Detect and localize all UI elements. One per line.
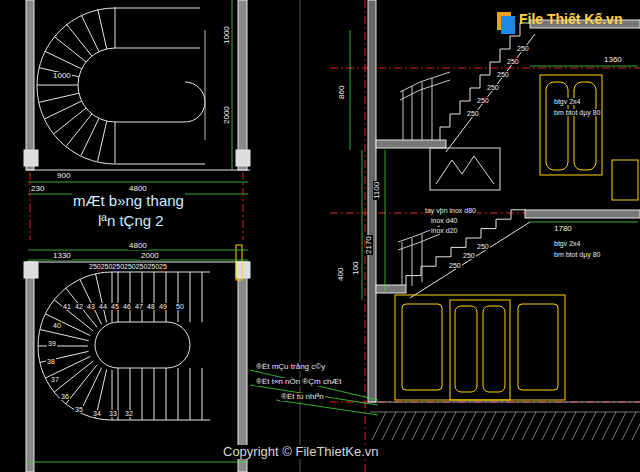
dimension-text: 250	[516, 45, 530, 52]
dimension-text: 250	[486, 84, 500, 91]
dimension-text: btgv 2x4	[553, 98, 581, 105]
plan-title: mÆt b»ng thang	[72, 193, 185, 209]
dimension-text: 250	[476, 243, 490, 250]
dimension-text: 250	[448, 262, 462, 269]
copyright-watermark: Copyright © FileThietKe.vn	[222, 445, 380, 459]
dimension-text: 25025025025025025025	[88, 263, 168, 270]
dimension-text: inox d20	[430, 227, 458, 234]
plan-title: lªn tÇng 2	[97, 213, 165, 229]
dimension-text: 2000	[140, 252, 160, 260]
dimension-text: 2000	[223, 105, 231, 125]
dimension-text: 37	[50, 376, 60, 383]
dimension-text: tay vþn inox d80	[424, 207, 477, 214]
dimension-text: 36	[60, 393, 70, 400]
dimension-text: 47	[134, 303, 144, 310]
dimension-text: 48	[146, 303, 156, 310]
dimension-text: 250	[496, 71, 510, 78]
dimension-text: 33	[108, 410, 118, 417]
dimension-text: 2170	[365, 235, 373, 255]
dimension-text: ®Ët mÇu trång c©y	[255, 363, 326, 371]
dimension-text: bm btot dµy 80	[553, 109, 601, 116]
dimension-text: 900	[56, 172, 71, 180]
dimension-text: 32	[124, 410, 134, 417]
dimension-text: 45	[110, 303, 120, 310]
dimension-text: 1780	[553, 225, 573, 233]
dimension-text: 250	[466, 110, 480, 117]
dimension-text: 42	[74, 303, 84, 310]
dimension-text: 40	[52, 322, 62, 329]
dimension-text: btgv 2x4	[553, 240, 581, 247]
dimension-text: 250	[506, 58, 520, 65]
dimension-text: 400	[337, 267, 345, 282]
dimension-text: 1330	[52, 252, 72, 260]
dimension-text: 100	[352, 261, 360, 276]
dimension-text: bm btot dµy 80	[553, 251, 601, 258]
dimension-text: 35	[74, 406, 84, 413]
watermark-logo: File Thiết Kế.vn	[518, 12, 623, 27]
dimension-text: 44	[98, 303, 108, 310]
dimension-text: 50	[175, 303, 185, 310]
dimension-text: 38	[46, 358, 56, 365]
dimension-text: inox d40	[430, 217, 458, 224]
dimension-text: 1360	[603, 56, 623, 64]
dimension-text: 860	[338, 85, 346, 100]
dimension-text: 1100	[373, 181, 381, 200]
dimension-text: 49	[158, 303, 168, 310]
dimension-text: 250	[476, 97, 490, 104]
dimension-text: 250	[462, 252, 476, 259]
dimension-text: ®Ët tù nhiªn	[280, 393, 325, 401]
dimension-text: 34	[92, 410, 102, 417]
dimension-text: 4800	[128, 242, 148, 250]
dimension-text: 1000	[52, 72, 72, 80]
dimension-text: 230	[30, 185, 45, 193]
dimension-text: 46	[122, 303, 132, 310]
dimension-text: 41	[62, 303, 72, 310]
dimension-text: 39	[47, 340, 57, 347]
dimension-text: 43	[86, 303, 96, 310]
dimension-text: ®Ët t«n nÒn ®Çm chÆt	[255, 378, 343, 386]
dimension-text: 1000	[223, 25, 231, 45]
